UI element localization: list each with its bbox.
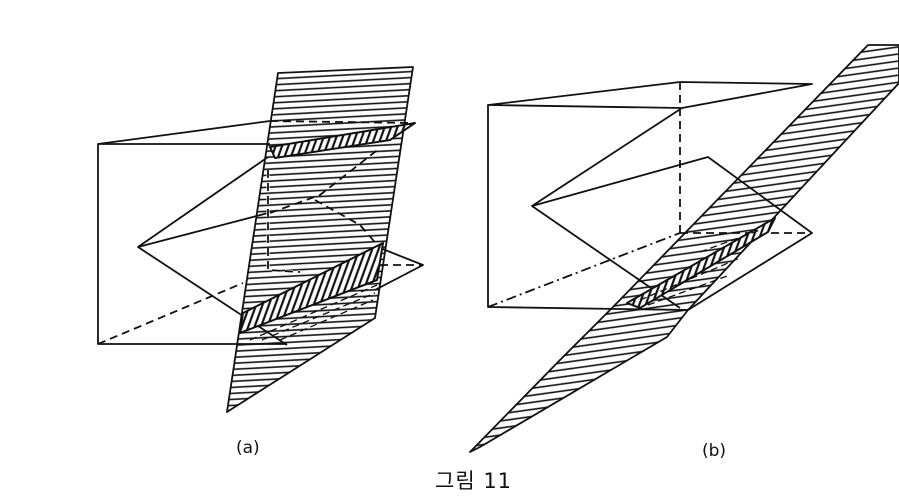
section-band-lower [239,242,384,334]
cutting-plane [469,44,899,453]
figure-caption: 그림 11 [435,469,513,493]
section-band [626,217,776,309]
cutting-plane [226,66,414,413]
panel-b-label: (b) [702,441,727,461]
hidden-diamond-edge [314,199,381,249]
hidden-section-lines [249,284,378,341]
box-top-face [487,81,813,109]
hidden-section-lines [639,229,761,306]
diamond-edges [531,107,813,311]
hidden-lines-on-plane [267,170,301,273]
box-front-face [97,120,287,345]
panel-b-drawing [469,44,899,453]
box-hidden-diagonal [97,282,244,345]
section-band-upper [269,122,416,159]
panel-a-label: (a) [236,438,260,458]
panel-a-drawing [97,66,424,413]
diamond-edges [137,156,269,248]
box-hidden-diagonal [487,232,681,308]
hidden-diamond-edge [269,147,381,214]
